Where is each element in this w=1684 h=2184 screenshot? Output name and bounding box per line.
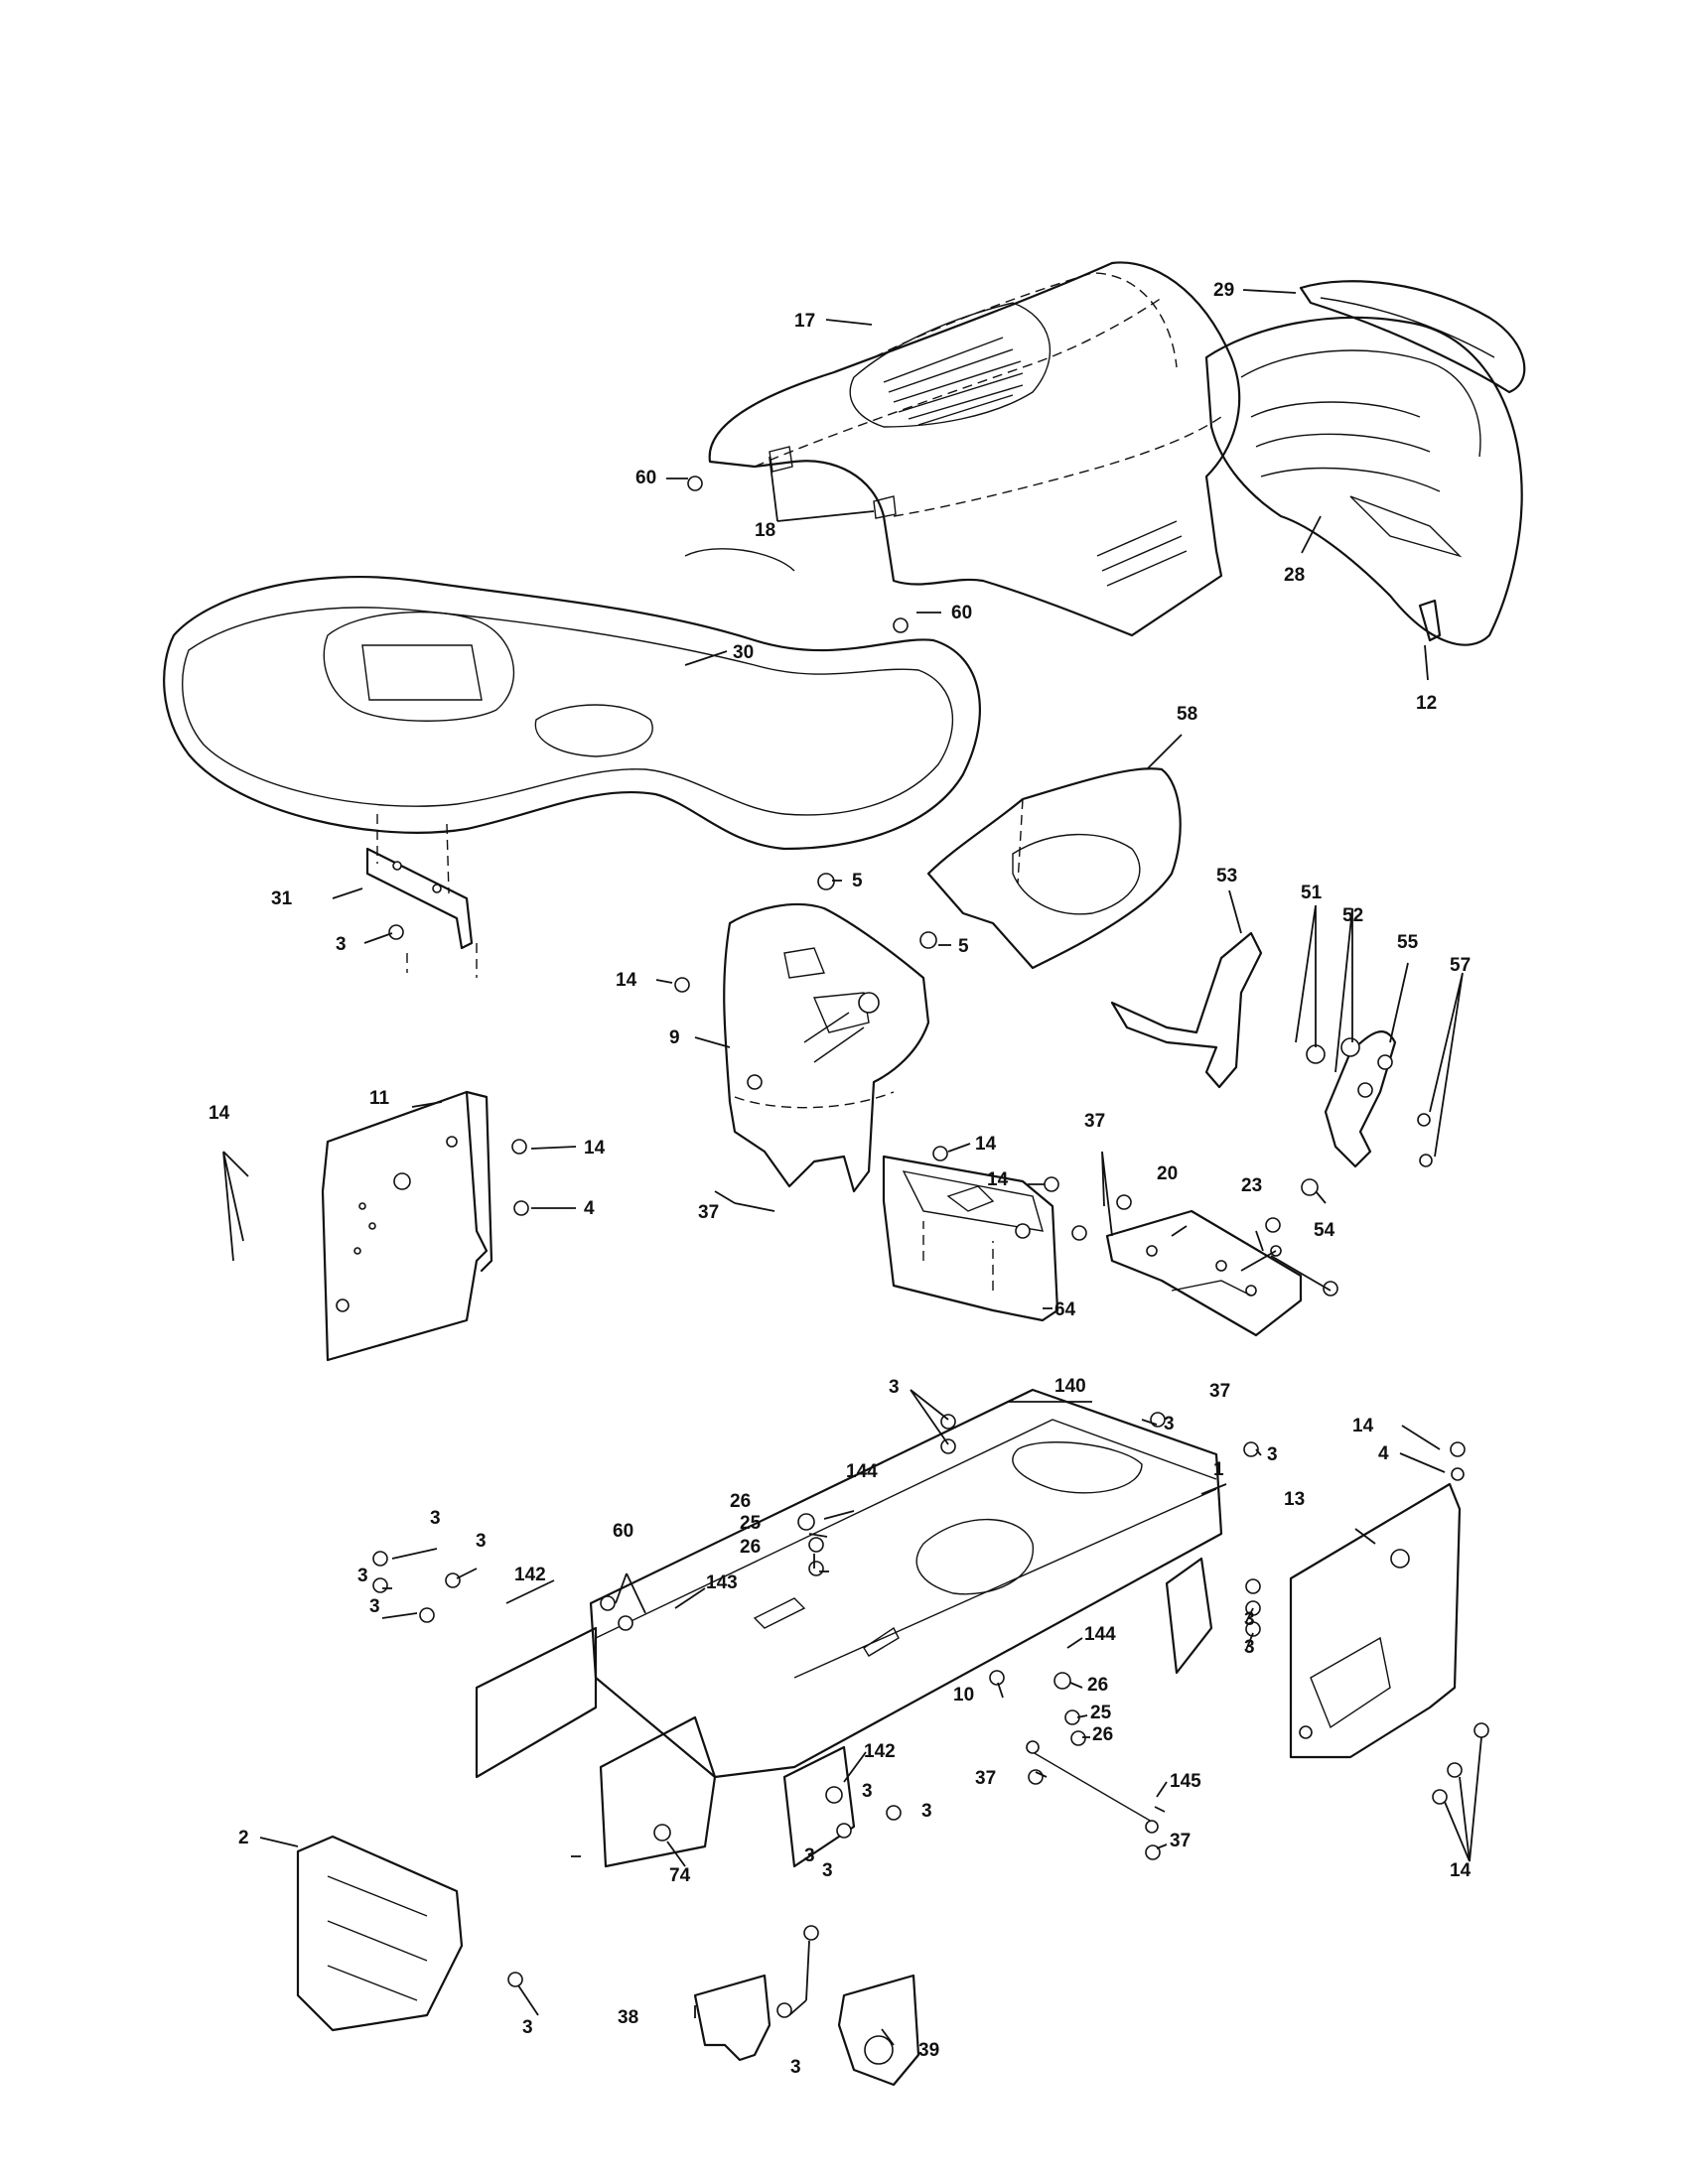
callout-3: 3 (862, 1781, 873, 1802)
callout-14: 14 (1352, 1416, 1374, 1436)
callout-3: 3 (369, 1596, 380, 1617)
front-brackets-part (693, 1974, 920, 2087)
callout-60: 60 (635, 468, 656, 488)
callout-11: 11 (369, 1088, 390, 1109)
callout-14: 14 (584, 1138, 606, 1159)
callout-1: 1 (1213, 1459, 1224, 1480)
callout-60: 60 (951, 603, 972, 623)
callout-17: 17 (794, 311, 815, 332)
callout-3: 3 (1244, 1609, 1255, 1630)
mount-plate-part (1105, 1209, 1303, 1337)
drag-link-part (1026, 1740, 1159, 1834)
callout-14: 14 (975, 1134, 997, 1155)
callout-13: 13 (1284, 1489, 1305, 1510)
leader-lines (222, 289, 1482, 2046)
nose-grille-part (1204, 280, 1526, 646)
callout-5: 5 (958, 936, 969, 957)
callout-26: 26 (1087, 1675, 1108, 1696)
callout-37: 37 (1170, 1831, 1191, 1851)
callout-143: 143 (706, 1572, 738, 1593)
callout-140: 140 (1054, 1376, 1086, 1397)
callout-37: 37 (1209, 1381, 1230, 1402)
callout-14: 14 (616, 970, 637, 991)
callout-51: 51 (1301, 883, 1323, 903)
callout-14: 14 (1450, 1860, 1472, 1881)
callout-28: 28 (1284, 565, 1305, 586)
callout-14: 14 (987, 1169, 1009, 1190)
callout-53: 53 (1216, 866, 1237, 887)
callout-3: 3 (921, 1801, 932, 1822)
hood-part (708, 261, 1241, 637)
callout-12: 12 (1416, 693, 1437, 714)
callout-60: 60 (613, 1521, 633, 1542)
callout-18: 18 (755, 520, 775, 541)
callout-3: 3 (889, 1377, 900, 1398)
fender-deck-part (163, 548, 981, 851)
main-frame-part (589, 1388, 1223, 1779)
callout-142: 142 (864, 1741, 896, 1762)
left-side-panel-part (321, 1090, 493, 1362)
callout-23: 23 (1241, 1175, 1262, 1196)
callout-3: 3 (357, 1566, 368, 1586)
callout-3: 3 (790, 2057, 801, 2078)
callout-3: 3 (336, 934, 347, 955)
callout-64: 64 (1054, 1299, 1076, 1320)
callout-54: 54 (1314, 1220, 1335, 1241)
callout-3: 3 (430, 1508, 441, 1529)
callout-4: 4 (584, 1198, 595, 1219)
callout-labels: 17 29 60 18 28 60 30 12 58 31 3 5 5 53 5… (209, 280, 1472, 2078)
callout-39: 39 (918, 2040, 939, 2061)
callout-145: 145 (1170, 1771, 1201, 1792)
callout-37: 37 (975, 1768, 996, 1789)
callout-9: 9 (669, 1027, 680, 1048)
callout-37: 37 (698, 1202, 719, 1223)
front-bumper-part (296, 1835, 464, 2032)
callout-3: 3 (1244, 1637, 1255, 1658)
callout-26: 26 (740, 1537, 761, 1558)
dash-shield-part (926, 767, 1182, 970)
callout-52: 52 (1342, 905, 1363, 926)
console-part (882, 1155, 1059, 1322)
callout-3: 3 (822, 1860, 833, 1881)
callout-29: 29 (1213, 280, 1234, 301)
callout-26: 26 (730, 1491, 751, 1512)
callout-57: 57 (1450, 955, 1471, 976)
callout-3: 3 (804, 1845, 815, 1866)
front-plates-part (475, 1557, 1213, 1868)
callout-26: 26 (1092, 1724, 1113, 1745)
callout-58: 58 (1177, 704, 1197, 725)
callout-142: 142 (514, 1565, 546, 1585)
callout-4: 4 (1378, 1443, 1389, 1464)
seat-bracket-part (365, 814, 478, 978)
callout-20: 20 (1157, 1163, 1178, 1184)
callout-144: 144 (846, 1461, 878, 1482)
hardware-part (372, 476, 1489, 2018)
callout-3: 3 (476, 1531, 487, 1552)
callout-14: 14 (209, 1103, 230, 1124)
callout-31: 31 (271, 888, 293, 909)
callout-37: 37 (1084, 1111, 1105, 1132)
callout-144: 144 (1084, 1624, 1116, 1645)
callout-3: 3 (1164, 1414, 1175, 1434)
callout-55: 55 (1397, 932, 1419, 953)
callout-74: 74 (669, 1865, 691, 1886)
callout-38: 38 (618, 2007, 638, 2028)
steering-support-part (723, 902, 930, 1193)
callout-3: 3 (1267, 1444, 1278, 1465)
right-side-panel-part (1289, 1482, 1462, 1759)
callout-2: 2 (238, 1828, 249, 1848)
callout-3: 3 (522, 2017, 533, 2038)
callout-5: 5 (852, 871, 863, 891)
callout-25: 25 (1090, 1703, 1112, 1723)
callout-30: 30 (733, 642, 754, 663)
callout-25: 25 (740, 1513, 762, 1534)
callout-10: 10 (953, 1685, 974, 1706)
